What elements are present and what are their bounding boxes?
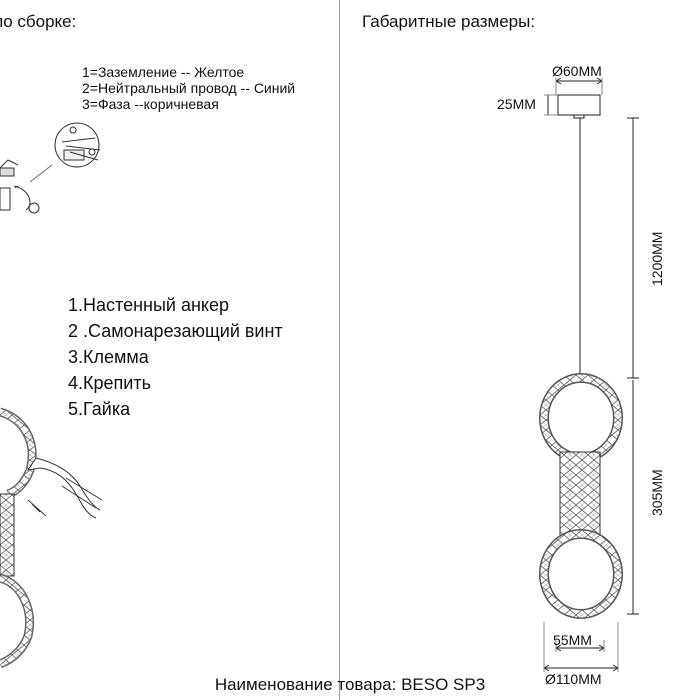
part-wall-anchor: 1.Настенный анкер xyxy=(68,295,229,315)
dim-canopy-diameter: Ø60MM xyxy=(552,63,602,79)
pendant-drawing xyxy=(539,77,639,672)
assembly-illustration xyxy=(0,407,103,669)
center-column xyxy=(559,451,601,539)
panel-divider xyxy=(339,0,340,700)
product-name: Наименование товара: BESO SP3 xyxy=(214,675,486,694)
dim-cable-length: 1200MM xyxy=(649,231,665,286)
wiring-phase: 3=Фаза --коричневая xyxy=(82,96,219,112)
wiring-ground: 1=Заземление -- Желтое xyxy=(82,64,245,80)
part-fasten: 4.Крепить xyxy=(68,373,151,393)
assembly-title: по сборке: xyxy=(0,12,77,31)
wiring-neutral: 2=Нейтральный провод -- Синий xyxy=(82,80,296,96)
dimensions-title: Габаритные размеры: xyxy=(362,12,536,31)
wiring-illustration xyxy=(0,122,101,214)
dim-canopy-height: 25MM xyxy=(497,96,536,112)
dim-center-width: 55MM xyxy=(553,632,592,648)
part-screw: 2 .Самонарезающий винт xyxy=(68,321,283,341)
canopy xyxy=(557,94,601,116)
part-terminal: 3.Клемма xyxy=(68,347,149,367)
wiring-legend: 1=Заземление -- Желтое 2=Нейтральный про… xyxy=(82,64,295,112)
parts-list: 1.Настенный анкер 2 .Самонарезающий винт… xyxy=(68,292,283,422)
part-nut: 5.Гайка xyxy=(68,399,131,419)
dim-ring-diameter: Ø110MM xyxy=(545,671,602,687)
dim-body-height: 305MM xyxy=(649,469,665,516)
